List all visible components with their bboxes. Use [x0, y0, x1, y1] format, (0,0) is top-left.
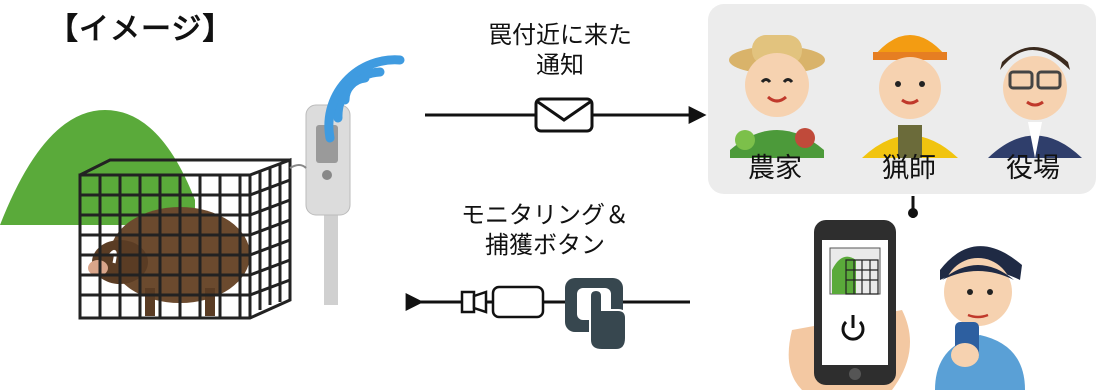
page-title: 【イメージ】: [48, 12, 234, 47]
cage: [78, 157, 292, 320]
recipient-label-farmer: 農家: [748, 153, 802, 184]
notify-label-line2: 通知: [536, 51, 584, 79]
recipient-label-office: 役場: [1006, 153, 1060, 184]
power-icon: [841, 315, 865, 341]
envelope-icon: [534, 97, 594, 133]
sensor-device: [289, 104, 351, 305]
tap-button-icon: [460, 278, 627, 351]
official-figure: [988, 47, 1082, 158]
control-label: モニタリング＆ 捕獲ボタン: [440, 200, 650, 260]
notify-label-line1: 罠付近に来た: [488, 21, 632, 49]
notify-label: 罠付近に来た 通知: [470, 20, 650, 80]
farmer-figure: [729, 35, 825, 158]
recipient-label-hunter: 猟師: [882, 153, 936, 184]
hunter-figure: [862, 35, 958, 158]
user-figure: [935, 246, 1025, 390]
control-label-line1: モニタリング＆: [461, 201, 629, 229]
phone-icon: [788, 220, 910, 390]
control-label-line2: 捕獲ボタン: [485, 231, 605, 259]
trap-scene: [0, 110, 292, 320]
wifi-signal-icon: [324, 55, 405, 143]
